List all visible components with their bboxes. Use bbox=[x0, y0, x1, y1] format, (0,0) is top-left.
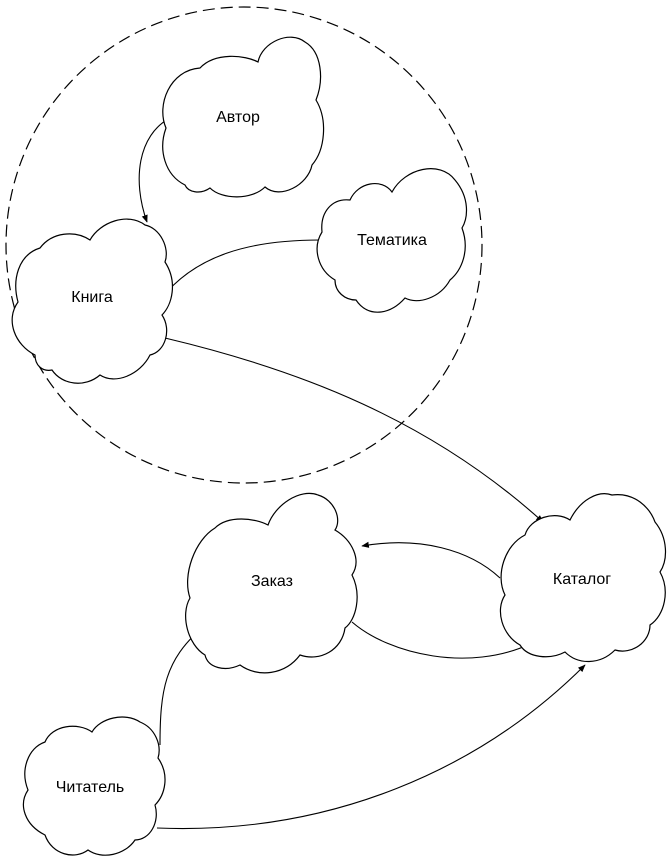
node-label: Тематика bbox=[357, 232, 427, 249]
node-kniga[interactable]: Книга bbox=[11, 218, 173, 384]
cloud-shape bbox=[162, 36, 325, 198]
cloud-shape bbox=[23, 716, 166, 856]
node-label: Книга bbox=[71, 289, 113, 306]
edge-kniga-katalog bbox=[164, 337, 544, 523]
node-tematika[interactable]: Тематика bbox=[316, 168, 467, 313]
node-label: Автор bbox=[216, 109, 260, 126]
cloud-shape bbox=[185, 492, 358, 674]
node-avtor[interactable]: Автор bbox=[162, 36, 325, 198]
cloud-shape bbox=[316, 168, 467, 313]
group-boundary bbox=[5, 6, 483, 484]
edge-zakaz-katalog bbox=[351, 621, 531, 659]
cloud-shape bbox=[499, 493, 666, 663]
node-label: Каталог bbox=[553, 571, 611, 588]
node-katalog[interactable]: Каталог bbox=[499, 493, 666, 663]
node-chitatel[interactable]: Читатель bbox=[23, 716, 166, 856]
edge-tematika-kniga bbox=[159, 239, 321, 301]
node-label: Читатель bbox=[56, 779, 124, 796]
node-zakaz[interactable]: Заказ bbox=[185, 492, 358, 674]
edges bbox=[138, 117, 586, 830]
edge-avtor-kniga bbox=[138, 117, 171, 223]
cloud-shape bbox=[11, 218, 173, 384]
edge-katalog-zakaz bbox=[361, 541, 501, 579]
node-label: Заказ bbox=[251, 573, 293, 590]
edge-chitatel-katalog bbox=[156, 664, 586, 830]
